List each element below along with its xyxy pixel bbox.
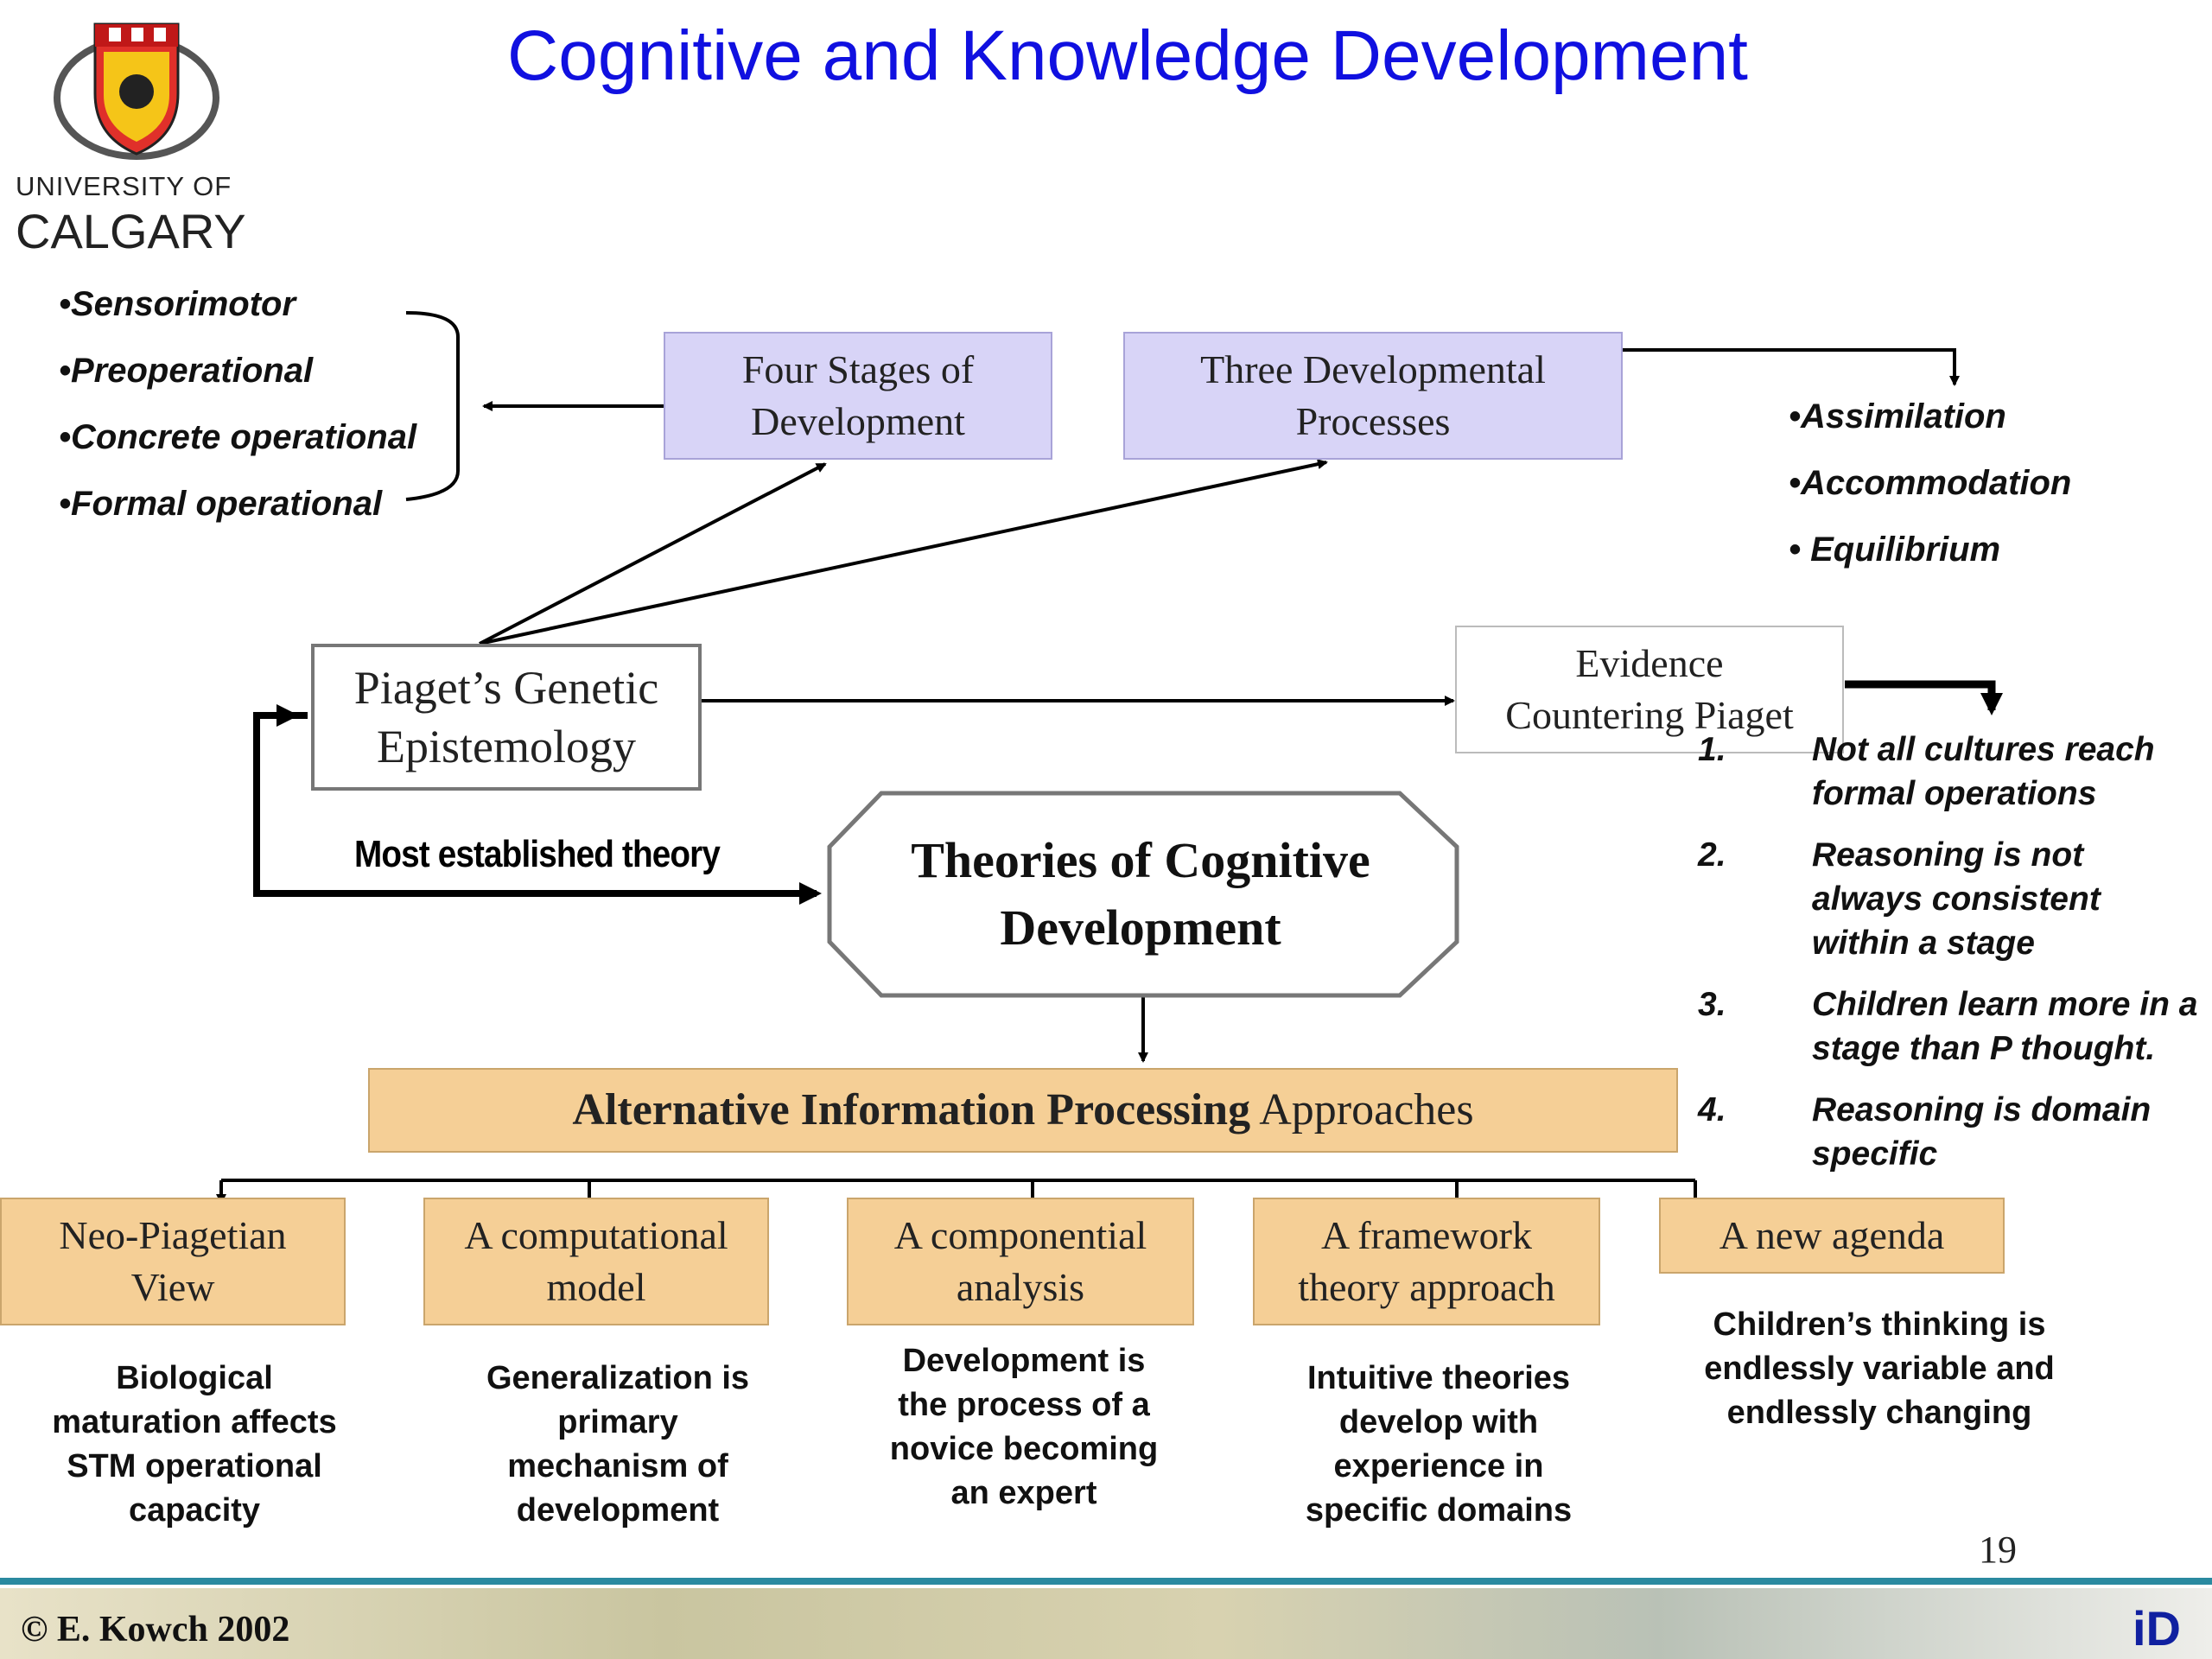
approach-box-framework: A framework theory approach xyxy=(1253,1198,1600,1325)
list-item: 2. Reasoning is not always consistent wi… xyxy=(1698,833,2199,965)
alt-bold-label: Alternative Information Processing xyxy=(572,1085,1251,1135)
arrow-piaget-to-processes xyxy=(479,459,1328,645)
list-number: 1. xyxy=(1698,731,1726,768)
page-title: Cognitive and Knowledge Development xyxy=(507,16,1748,95)
list-text: Reasoning is domain specific xyxy=(1812,1091,2152,1173)
list-number: 2. xyxy=(1698,836,1726,874)
copyright-text: © E. Kowch 2002 xyxy=(21,1610,290,1649)
approach-desc-new-agenda: Children’s thinking is endlessly variabl… xyxy=(1704,1306,2055,1431)
three-processes-box: Three Developmental Processes xyxy=(1123,332,1623,460)
piaget-box: Piaget’s Genetic Epistemology xyxy=(311,644,702,791)
processes-list: •Assimilation •Accommodation • Equilibri… xyxy=(1789,397,2071,597)
list-item: •Formal operational xyxy=(59,485,383,523)
list-number: 4. xyxy=(1698,1091,1726,1128)
footer: © E. Kowch 2002 iD xyxy=(0,1578,2212,1659)
list-item: • Equilibrium xyxy=(1789,531,2001,569)
approach-box-new-agenda: A new agenda xyxy=(1659,1198,2005,1274)
list-item: •Assimilation xyxy=(1789,397,2006,435)
stages-brace xyxy=(405,311,460,501)
theories-box: Theories of Cognitive Development xyxy=(911,832,1370,956)
list-item: 1. Not all cultures reach formal operati… xyxy=(1698,728,2199,816)
arrow-processes-to-list xyxy=(1621,348,1960,386)
university-logo: UNIVERSITY OF CALGARY xyxy=(16,16,246,256)
arrow-piaget-to-stages xyxy=(479,462,827,645)
logo-line2: CALGARY xyxy=(16,204,246,258)
crest-icon xyxy=(54,22,219,160)
list-item: 3. Children learn more in a stage than P… xyxy=(1698,982,2199,1071)
approach-box-componential: A componential analysis xyxy=(847,1198,1194,1325)
approach-desc-framework: Intuitive theories develop with experien… xyxy=(1305,1360,1573,1529)
list-item: 4. Reasoning is domain specific xyxy=(1698,1088,2199,1176)
approach-box-computational: A computational model xyxy=(423,1198,769,1325)
approach-desc-neo-piagetian: Biological maturation affects STM operat… xyxy=(52,1360,337,1529)
evidence-list: 1. Not all cultures reach formal operati… xyxy=(1698,728,2199,1193)
approach-desc-computational: Generalization is primary mechanism of d… xyxy=(486,1360,750,1529)
footer-divider xyxy=(0,1578,2212,1585)
id-logo-icon: iD xyxy=(2133,1601,2181,1656)
evidence-box: Evidence Countering Piaget xyxy=(1455,626,1844,753)
approach-box-neo-piagetian: Neo-Piagetian View xyxy=(0,1198,346,1325)
stages-list: •Sensorimotor •Preoperational •Concrete … xyxy=(59,285,416,551)
theories-octagon xyxy=(827,791,1459,998)
most-established-label: Most established theory xyxy=(354,833,721,875)
list-text: Reasoning is not always consistent withi… xyxy=(1812,836,2101,962)
logo-line1: UNIVERSITY OF xyxy=(16,171,232,201)
list-item: •Accommodation xyxy=(1789,464,2072,502)
list-item: •Sensorimotor xyxy=(59,285,296,323)
alt-rest-label: Approaches xyxy=(1250,1085,1474,1135)
alternative-approaches-box: Alternative Information Processing Appro… xyxy=(368,1068,1678,1153)
list-text: Children learn more in a stage than P th… xyxy=(1812,986,2198,1067)
arrow-evidence-to-list xyxy=(1845,680,2003,715)
approach-desc-componential: Development is the process of a novice b… xyxy=(889,1343,1159,1511)
list-item: •Concrete operational xyxy=(59,418,417,456)
page-number: 19 xyxy=(1979,1529,2017,1571)
four-stages-box: Four Stages of Development xyxy=(664,332,1052,460)
list-number: 3. xyxy=(1698,986,1726,1023)
footer-background xyxy=(0,1588,2212,1659)
list-item: •Preoperational xyxy=(59,352,314,390)
list-text: Not all cultures reach formal operations xyxy=(1812,731,2155,812)
